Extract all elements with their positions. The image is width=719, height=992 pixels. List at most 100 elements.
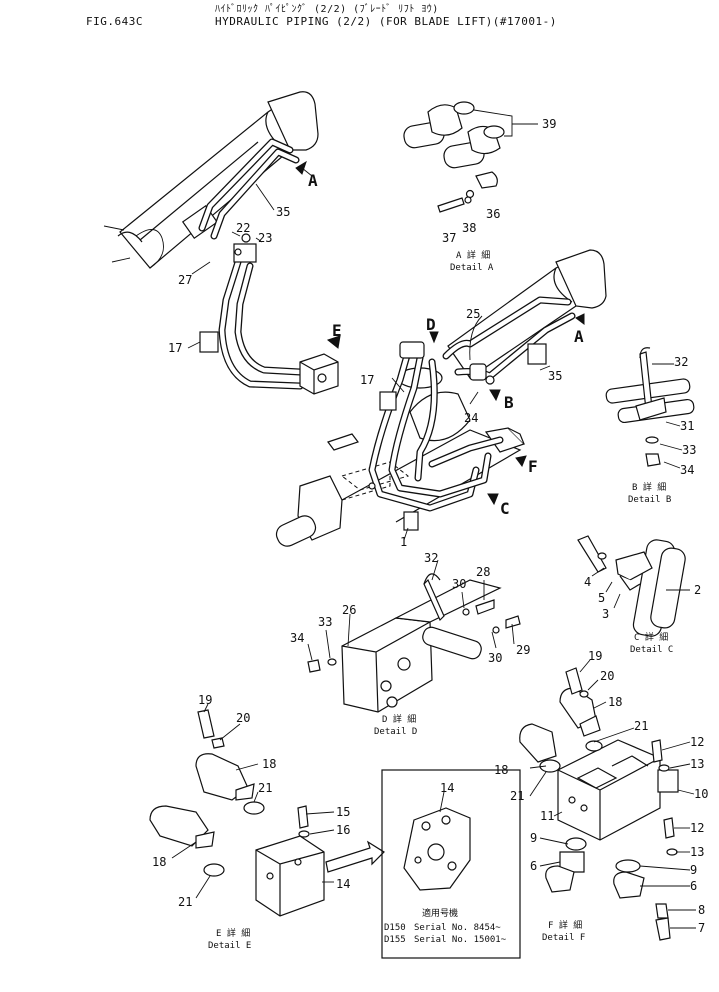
detail-e-label: Detail E (208, 941, 251, 951)
callout-6-right: 6 (690, 879, 697, 893)
callout-38: 38 (462, 221, 476, 235)
callout-23: 23 (258, 231, 272, 245)
callout-32-b: 32 (674, 355, 688, 369)
callout-37: 37 (442, 231, 456, 245)
main-frame (275, 367, 526, 547)
callout-18-e-upper: 18 (262, 757, 276, 771)
detail-f-label: Detail F (542, 933, 585, 943)
view-letter-d: D (426, 315, 436, 334)
callout-13-upper: 13 (690, 757, 704, 771)
serial-heading-jp: 適用号機 (422, 907, 458, 919)
callout-25: 25 (466, 307, 480, 321)
callout-18-f-upper: 18 (608, 695, 622, 709)
callout-15: 15 (336, 805, 350, 819)
serial-text-2: Serial No. 15001~ (414, 935, 507, 945)
view-letter-a-right: A (574, 327, 584, 346)
detail-f (519, 667, 679, 941)
callout-2: 2 (694, 583, 701, 597)
callout-11: 11 (540, 809, 554, 823)
detail-d (307, 573, 521, 713)
view-arrows (295, 160, 585, 506)
callout-12-upper: 12 (690, 735, 704, 749)
detail-e (149, 709, 325, 917)
left-cylinder-hoses (198, 138, 304, 390)
header-title: HYDRAULIC PIPING (2/2) (FOR BLADE LIFT)(… (215, 15, 557, 28)
callout-21-e-lower: 21 (178, 895, 192, 909)
callout-14-inset: 14 (440, 781, 454, 795)
callout-9-left: 9 (530, 831, 537, 845)
callout-5: 5 (598, 591, 605, 605)
callout-27: 27 (178, 273, 192, 287)
serial-text-1: Serial No. 8454~ (414, 923, 501, 933)
callout-9-right: 9 (690, 863, 697, 877)
callout-20-e: 20 (236, 711, 250, 725)
callout-30-upper: 30 (452, 577, 466, 591)
detail-a (403, 101, 538, 213)
detail-c-label: Detail C (630, 645, 673, 655)
detail-b (605, 347, 695, 467)
detail-captions: A 詳 細 Detail A B 詳 細 Detail B C 詳 細 Deta… (208, 249, 673, 951)
callout-16: 16 (336, 823, 350, 837)
callout-21-f-upper: 21 (634, 719, 648, 733)
view-letters: A E D A B F C (308, 171, 584, 518)
callout-28: 28 (476, 565, 490, 579)
callout-13-lower: 13 (690, 845, 704, 859)
callout-29: 29 (516, 643, 530, 657)
callout-10: 10 (694, 787, 708, 801)
callout-1: 1 (400, 535, 407, 549)
callout-4: 4 (584, 575, 591, 589)
detail-a-label: Detail A (450, 263, 494, 273)
detail-d-label: Detail D (374, 727, 417, 737)
callout-26: 26 (342, 603, 356, 617)
callout-18-f-lower: 18 (494, 763, 508, 777)
view-letter-e: E (332, 321, 342, 340)
callout-39: 39 (542, 117, 556, 131)
detail-b-jp: B 詳 細 (632, 481, 666, 493)
callout-34-d: 34 (290, 631, 304, 645)
callout-6-left: 6 (530, 859, 537, 873)
callout-31: 31 (680, 419, 694, 433)
left-lift-cylinder (103, 91, 319, 269)
detail-d-jp: D 詳 細 (382, 713, 416, 725)
callout-17-left: 17 (168, 341, 182, 355)
callout-33-b: 33 (682, 443, 696, 457)
callout-18-e-lower: 18 (152, 855, 166, 869)
callout-7: 7 (698, 921, 705, 935)
serial-model-2: D155 (384, 935, 406, 945)
callout-12-lower: 12 (690, 821, 704, 835)
callout-21-e-upper: 21 (258, 781, 272, 795)
callout-34-b: 34 (680, 463, 694, 477)
view-letter-b: B (504, 393, 514, 412)
leader-lines (171, 183, 696, 929)
callout-32-d: 32 (424, 551, 438, 565)
arrow-to-inset (325, 840, 385, 873)
callout-24: 24 (464, 411, 478, 425)
detail-c (577, 535, 686, 637)
detail-b-label: Detail B (628, 495, 671, 505)
applicable-serials-inset (381, 769, 521, 959)
header-title-jp: ﾊｲﾄﾞﾛﾘｯｸ ﾊﾟｲﾋﾟﾝｸﾞ (2/2) (ﾌﾞﾚｰﾄﾞ ﾘﾌﾄ ﾖｳ) (215, 4, 439, 15)
detail-f-jp: F 詳 細 (548, 919, 582, 931)
callout-30-lower: 30 (488, 651, 502, 665)
callout-19-e: 19 (198, 693, 212, 707)
serial-applicability: 適用号機 D150 Serial No. 8454~ D155 Serial N… (384, 907, 507, 945)
view-letter-c: C (500, 499, 510, 518)
callout-3: 3 (602, 607, 609, 621)
callout-22: 22 (236, 221, 250, 235)
detail-e-jp: E 詳 細 (216, 927, 250, 939)
callout-21-f-lower: 21 (510, 789, 524, 803)
figure-number: FIG.643C (86, 15, 143, 28)
callout-33-d: 33 (318, 615, 332, 629)
callout-14-e: 14 (336, 877, 350, 891)
callout-numbers: 39 36 37 38 35 22 23 27 17 25 35 17 24 1… (152, 117, 708, 935)
view-letter-f: F (528, 457, 538, 476)
view-letter-a-left: A (308, 171, 318, 190)
callout-35-left: 35 (276, 205, 290, 219)
callout-19-f: 19 (588, 649, 602, 663)
detail-c-jp: C 詳 細 (634, 631, 668, 643)
callout-36: 36 (486, 207, 500, 221)
callout-20-f: 20 (600, 669, 614, 683)
callout-17-center: 17 (360, 373, 374, 387)
